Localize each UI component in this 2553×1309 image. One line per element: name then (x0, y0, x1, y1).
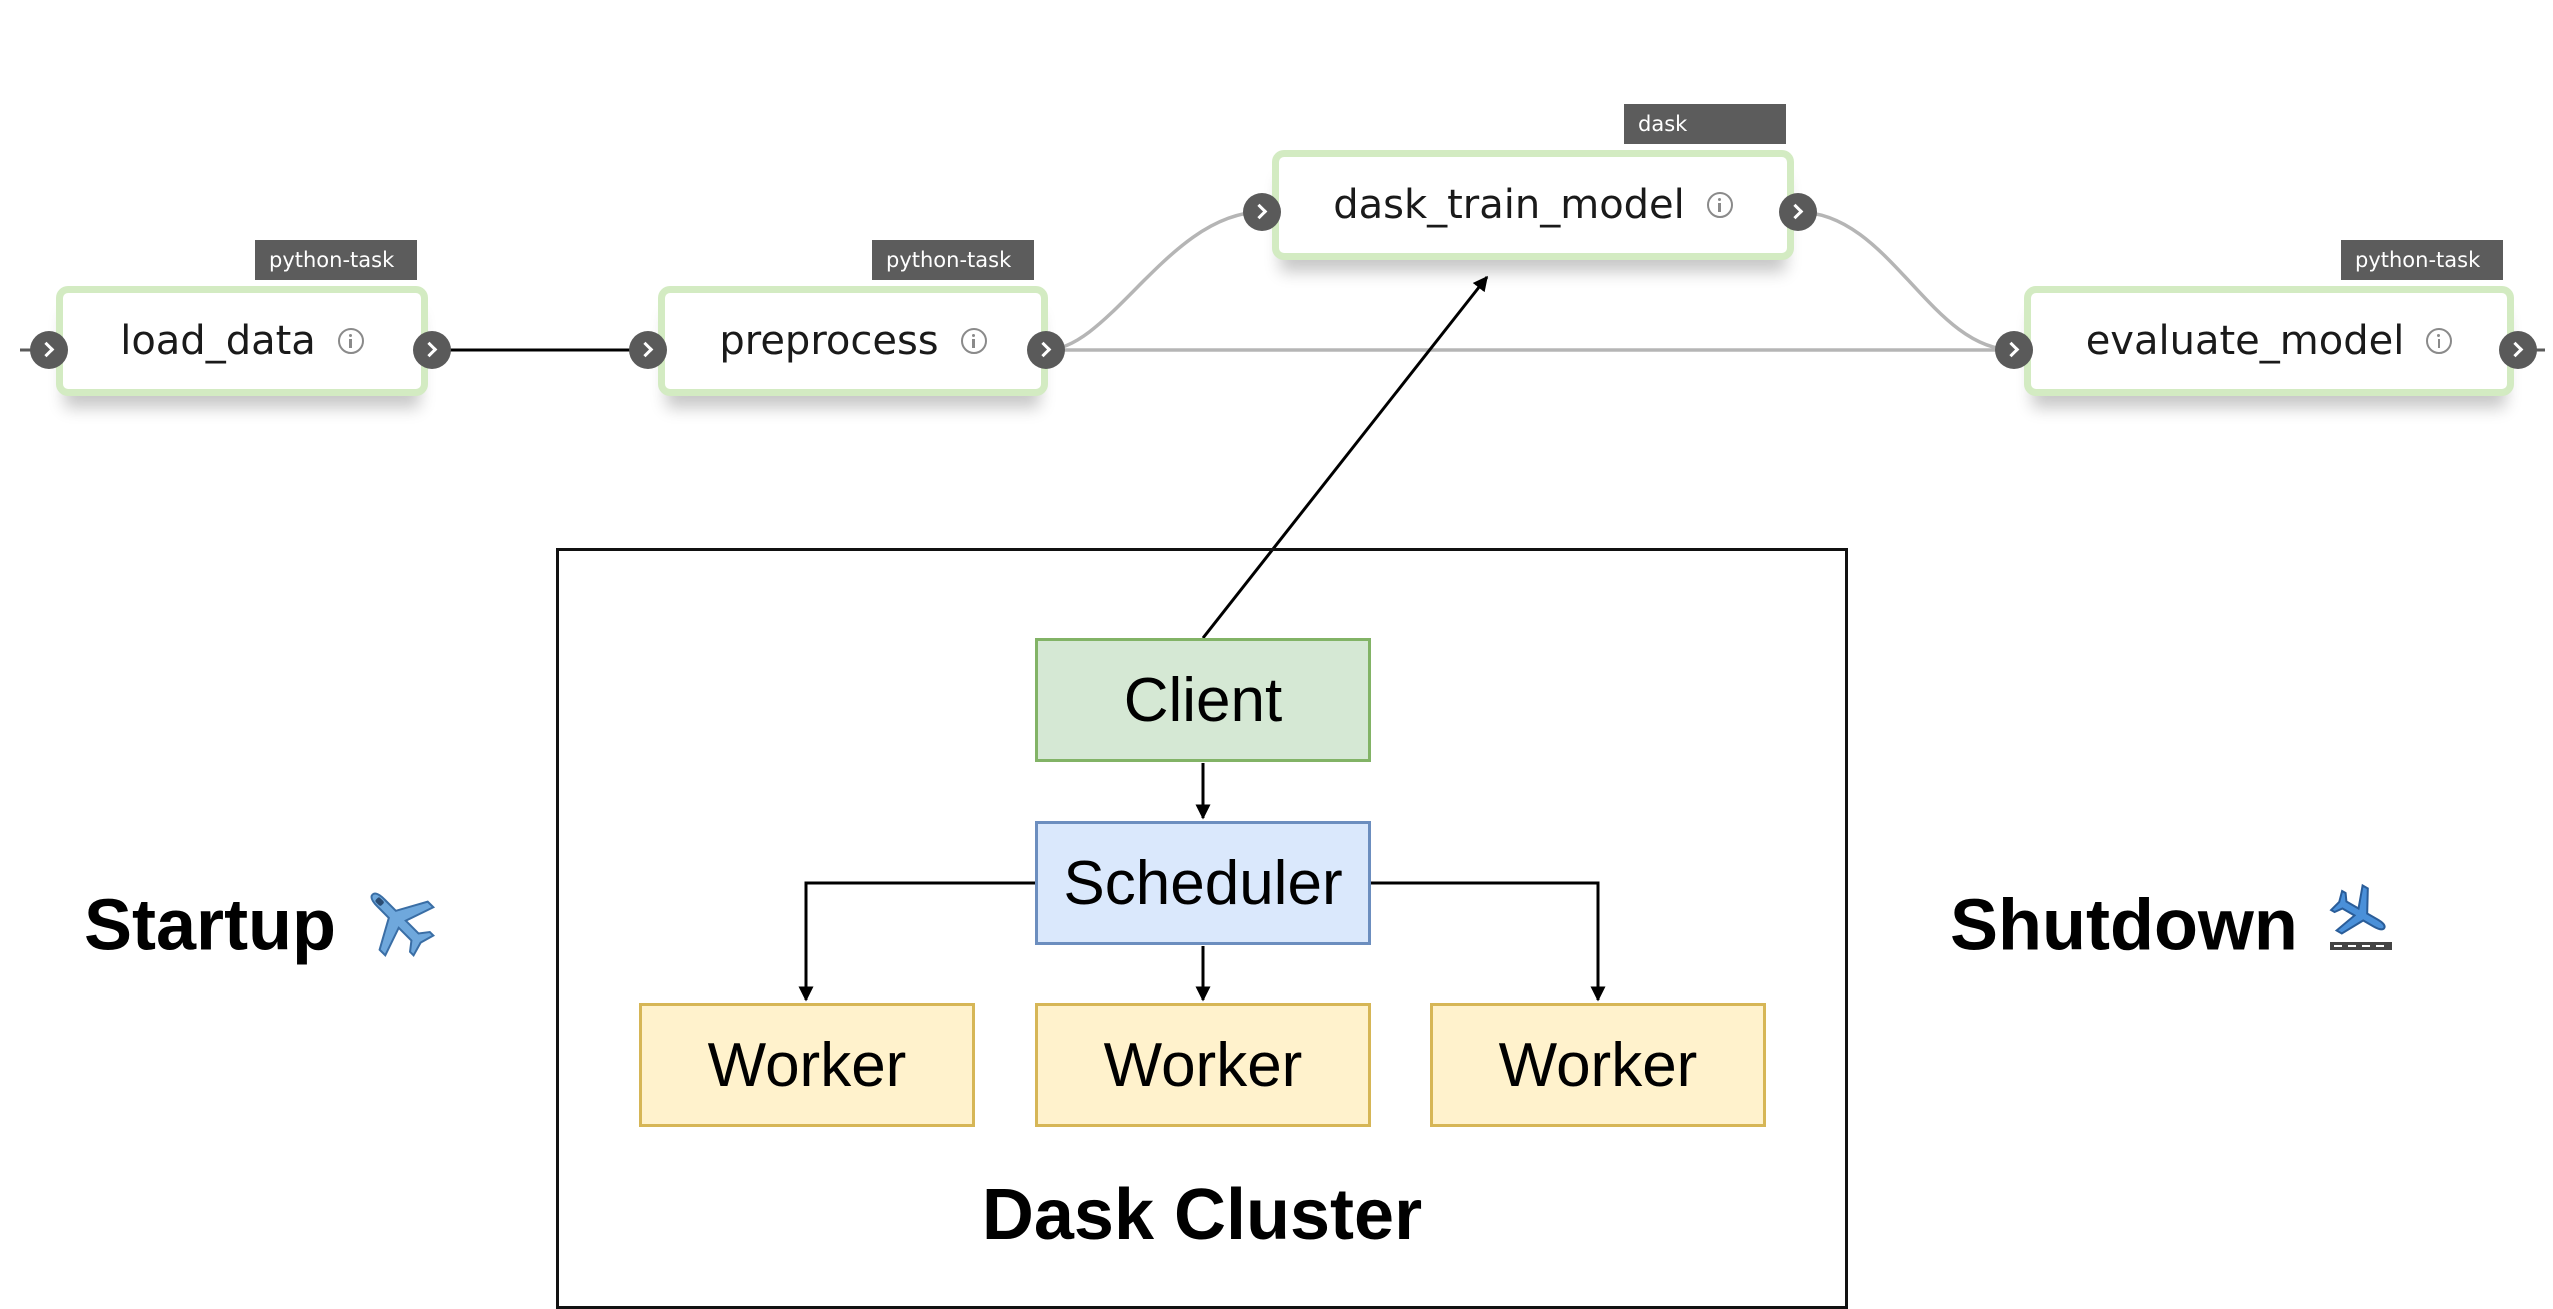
cluster-label: Dask Cluster (981, 1175, 1423, 1255)
arrow-scheduler-to-worker-left (798, 881, 1035, 1002)
task-label: evaluate_model (2085, 318, 2405, 364)
task-node-dask-train-model[interactable]: dask_train_model (1272, 150, 1794, 260)
airplane-departure-icon (358, 880, 438, 981)
task-node-evaluate-model[interactable]: evaluate_model (2024, 286, 2514, 396)
info-icon[interactable] (1706, 192, 1733, 218)
output-port-icon[interactable] (2499, 331, 2537, 369)
output-port-icon[interactable] (1027, 331, 1065, 369)
startup-text: Startup (84, 885, 336, 966)
task-label: preprocess (719, 318, 939, 364)
task-tag-preprocess: python-task (872, 240, 1034, 280)
arrow-client-to-task (1201, 275, 1489, 639)
task-tag-load-data: python-task (255, 240, 417, 280)
task-label: dask_train_model (1333, 182, 1685, 228)
input-port-icon[interactable] (1995, 331, 2033, 369)
worker-node: Worker (639, 1003, 975, 1127)
task-label: load_data (120, 318, 316, 364)
airplane-arrival-icon (2320, 880, 2400, 981)
shutdown-label: Shutdown (1950, 880, 2400, 981)
output-port-icon[interactable] (1779, 193, 1817, 231)
client-node: Client (1035, 638, 1371, 762)
scheduler-node: Scheduler (1035, 821, 1371, 945)
input-port-icon[interactable] (1243, 193, 1281, 231)
task-tag-dask-train-model: dask (1624, 104, 1786, 144)
info-icon[interactable] (960, 328, 987, 354)
worker-node: Worker (1430, 1003, 1766, 1127)
info-icon[interactable] (2426, 328, 2453, 354)
edge-train-to-evaluate (1797, 210, 2015, 352)
edge-preprocess-to-train (1045, 210, 1263, 352)
arrow-scheduler-to-worker-right (1371, 881, 1606, 1002)
task-node-preprocess[interactable]: preprocess (658, 286, 1048, 396)
input-port-icon[interactable] (629, 331, 667, 369)
info-icon[interactable] (337, 328, 364, 354)
task-tag-evaluate-model: python-task (2341, 240, 2503, 280)
input-port-icon[interactable] (30, 331, 68, 369)
output-port-icon[interactable] (413, 331, 451, 369)
shutdown-text: Shutdown (1950, 885, 2298, 966)
worker-node: Worker (1035, 1003, 1371, 1127)
startup-label: Startup (84, 880, 438, 981)
task-node-load-data[interactable]: load_data (56, 286, 428, 396)
